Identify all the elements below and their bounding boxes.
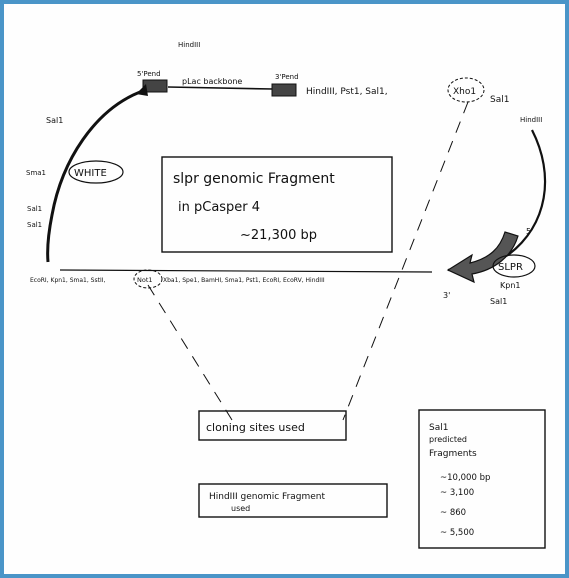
label-five-prime: 5' — [526, 227, 533, 236]
sal-box-line2: predicted — [429, 435, 467, 444]
sal-box-value-2: ~ 3,100 — [440, 488, 474, 498]
label-xho1: Xho1 — [453, 87, 476, 97]
cloning-box-text: cloning sites used — [206, 421, 305, 434]
label-five-prime-pend: 5'Pend — [137, 70, 161, 78]
sal-box-value-3: ~ 860 — [440, 508, 466, 518]
xho1-circle — [447, 77, 485, 103]
label-kpn1: Kpn1 — [500, 281, 520, 290]
plasmid-arc-top — [167, 86, 274, 90]
cloning-sites-box — [198, 410, 347, 441]
label-sal1-left: Sal1 — [46, 116, 63, 125]
hind-box-line1: HindIII genomic Fragment — [209, 492, 326, 502]
label-top-sites: HindIII, Pst1, Sal1, — [306, 87, 388, 97]
five-prime-pend-block — [142, 79, 168, 93]
plasmid-arc-left — [46, 90, 141, 263]
three-prime-pend-block — [271, 83, 297, 97]
label-three-prime: 3' — [443, 291, 450, 300]
label-mcs-left: EcoRI, Kpn1, Sma1, SstII, — [30, 277, 105, 284]
sal-box-line1: Sal1 — [429, 423, 448, 433]
label-three-prime-pend: 3'Pend — [275, 73, 299, 81]
sal1-fragments-box — [418, 409, 546, 549]
dashed-line-right — [342, 101, 469, 421]
center-box-line2: in pCasper 4 — [178, 200, 260, 215]
slpr-circle — [492, 254, 536, 278]
label-mcs-right: Xba1, Spe1, BamHI, Sma1, Pst1, EcoRI, Ec… — [163, 277, 325, 284]
center-box-line1: slpr genomic Fragment — [173, 171, 335, 187]
center-box-line3: ~21,300 bp — [240, 228, 317, 243]
plasmid-arc-bottom — [59, 269, 433, 273]
label-white: WHITE — [74, 168, 107, 179]
label-slpr: SLPR — [498, 262, 523, 273]
label-sal1-right: Sal1 — [490, 95, 509, 105]
sal-box-value-4: ~ 5,500 — [440, 528, 474, 538]
dashed-line-left — [147, 284, 233, 421]
label-not1: Not1 — [137, 276, 153, 284]
label-sal1-left2: Sal1 — [27, 205, 42, 213]
arrow-head-top — [136, 84, 148, 96]
label-sal1-bottom: Sal1 — [490, 297, 507, 306]
label-sma1: Sma1 — [26, 169, 46, 177]
label-hindiii-top: HindIII — [178, 41, 200, 49]
label-sal1-left3: Sal1 — [27, 221, 42, 229]
label-plac-backbone: pLac backbone — [182, 77, 242, 86]
center-info-box — [161, 156, 393, 253]
sal-box-line3: Fragments — [429, 449, 477, 459]
sal-box-value-1: ~10,000 bp — [440, 473, 490, 483]
hind-fragment-box — [198, 483, 388, 518]
label-hindiii-right: HindIII — [520, 116, 542, 124]
not1-circle — [133, 269, 163, 289]
hind-box-line2: used — [231, 504, 250, 513]
white-circle — [68, 160, 124, 184]
slpr-gene-arrow — [446, 231, 519, 284]
